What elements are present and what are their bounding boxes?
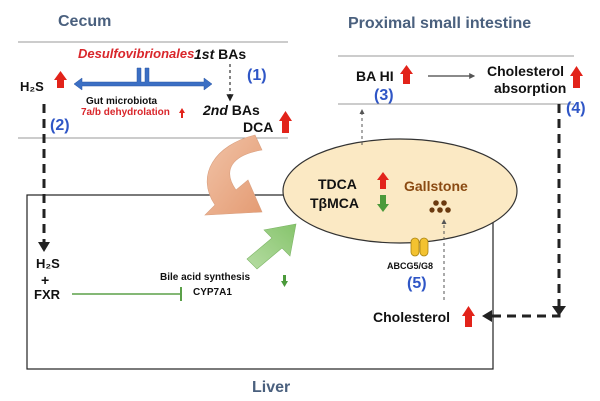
cholesterol-up-arrow-icon — [462, 306, 475, 327]
dca-to-ellipse-arrow — [204, 134, 263, 216]
step-3-label: (3) — [374, 87, 394, 104]
dca-label: DCA — [243, 119, 274, 135]
cholesterol-absorption-line1: Cholesterol — [487, 63, 565, 79]
second-bas-label: 2nd BAs — [203, 103, 260, 117]
dca-up-arrow-icon — [279, 111, 292, 133]
bile-acid-synthesis-label: Bile acid synthesis — [160, 272, 251, 283]
h2s-liver-label: H₂S — [36, 256, 60, 271]
gallbladder-ellipse — [282, 138, 518, 244]
plus-label: + — [41, 272, 50, 288]
step-2-label: (2) — [50, 117, 70, 134]
h2s-to-liver-arrowhead — [38, 242, 50, 252]
step-5-label: (5) — [407, 275, 427, 292]
first-bas-prefix: 1st — [194, 46, 215, 62]
tdca-label: TDCA — [318, 176, 357, 192]
dehydrolation-up-arrow-icon — [179, 108, 185, 118]
cholesterol-absorption-line2: absorption — [494, 80, 567, 96]
step-4-label: (4) — [566, 100, 586, 117]
h2s-cecum-label: H₂S — [20, 79, 44, 94]
gut-microbiota-label: Gut microbiota — [86, 96, 158, 107]
tbmca-down-arrow-icon — [377, 195, 389, 212]
step-1-label: (1) — [247, 67, 267, 84]
cyp7a1-label: CYP7A1 — [193, 287, 232, 298]
second-bas-suffix: BAs — [227, 102, 260, 118]
liver-box — [26, 194, 494, 370]
first-bas-label: 1st BAs — [194, 47, 246, 61]
microbiota-bracket-arrow — [73, 67, 213, 91]
tbmca-label: TβMCA — [310, 195, 359, 211]
desulfovibrionales-label: Desulfovibrionales — [78, 46, 195, 61]
liver-title: Liver — [252, 379, 291, 396]
dehydrolation-label: 7a/b dehydrolation — [81, 107, 170, 118]
gallstone-label: Gallstone — [404, 178, 468, 194]
absorption-up-arrow-icon — [570, 66, 583, 88]
proximal-intestine-title: Proximal small intestine — [348, 15, 532, 32]
cholesterol-liver-label: Cholesterol — [373, 309, 451, 325]
h2s-up-arrow-icon — [54, 71, 67, 88]
ba-hi-up-arrow-icon — [400, 65, 413, 84]
cholesterol-left-arrowhead — [482, 310, 492, 322]
abcg-label: ABCG5/G8 — [387, 261, 434, 271]
first-bas-suffix: BAs — [214, 46, 247, 62]
synthesis-down-arrow-icon — [281, 275, 288, 287]
ba-hi-label: BA HI — [356, 68, 394, 84]
synthesis-to-ellipse-arrow — [246, 223, 297, 270]
fxr-label: FXR — [34, 287, 60, 302]
gallstone-dots-icon — [429, 200, 451, 213]
tdca-up-arrow-icon — [377, 172, 389, 189]
second-bas-prefix: 2nd — [203, 102, 228, 118]
abcg-transporter-icon — [410, 237, 429, 257]
cecum-title: Cecum — [58, 13, 112, 30]
absorption-down-arrowhead — [552, 306, 566, 316]
